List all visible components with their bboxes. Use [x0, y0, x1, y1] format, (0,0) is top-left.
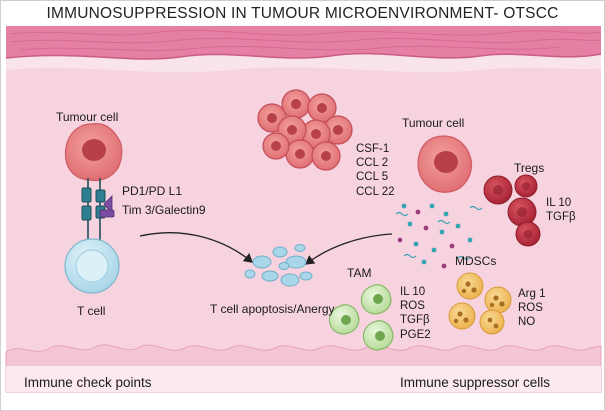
epithelium-edge — [5, 52, 602, 60]
tregs-label: Tregs — [514, 161, 545, 175]
tam-factor-list: IL 10 ROS TGFβ PGE2 — [400, 285, 431, 342]
diagram-title: IMMUNOSUPPRESSION IN TUMOUR MICROENVIRON… — [46, 5, 559, 22]
left-tumour-cell-label: Tumour cell — [56, 110, 119, 124]
mdsc-factor-list: Arg 1 ROS NO — [518, 287, 546, 330]
right-tumour-cell — [417, 135, 473, 193]
checkpoint-tim3-label: Tim 3/Galectin9 — [122, 203, 206, 217]
tam-factor: TGFβ — [400, 314, 430, 327]
apoptosis-label: T cell apoptosis/Anergy — [210, 302, 335, 316]
footer-band — [6, 366, 601, 392]
arrow-left-to-center — [139, 232, 254, 263]
tumour-factor: CSF-1 — [356, 143, 390, 155]
tumour-cluster — [257, 89, 353, 171]
tregs-factor: TGFβ — [546, 211, 576, 224]
footer-right-label: Immune suppressor cells — [400, 375, 551, 390]
apoptotic-fragments — [244, 244, 313, 287]
mdsc-label: MDSCs — [455, 254, 497, 268]
left-tumour-cell — [64, 123, 123, 182]
checkpoint-receptors — [81, 178, 115, 246]
tumour-factor: CCL 5 — [356, 171, 389, 184]
t-cell — [64, 238, 120, 294]
footer-left-label: Immune check points — [24, 375, 152, 390]
arrow-right-to-center — [304, 233, 393, 265]
tam-factor: PGE2 — [400, 328, 431, 341]
cytokine-particles — [395, 203, 483, 269]
checkpoint-pd1-label: PD1/PD L1 — [122, 184, 183, 198]
mdsc-factor: Arg 1 — [518, 288, 546, 300]
mdsc-factor: NO — [518, 316, 536, 329]
tumour-factor: CCL 22 — [356, 185, 395, 198]
tumour-factor: CCL 2 — [356, 157, 389, 170]
t-cell-label: T cell — [77, 304, 106, 318]
tregs-factor: IL 10 — [546, 197, 572, 209]
tumour-factor-list: CSF-1 CCL 2 CCL 5 CCL 22 — [356, 142, 395, 199]
epithelium-texture — [9, 30, 601, 51]
tam-cells — [328, 284, 394, 351]
treg-cells — [483, 174, 541, 247]
mdsc-cells — [448, 272, 512, 335]
tregs-factor-list: IL 10 TGFβ — [546, 196, 576, 224]
mdsc-factor: ROS — [518, 302, 543, 315]
right-tumour-cell-label: Tumour cell — [402, 116, 465, 130]
tam-factor: ROS — [400, 300, 425, 313]
tam-label: TAM — [347, 266, 372, 280]
tam-factor: IL 10 — [400, 286, 426, 298]
